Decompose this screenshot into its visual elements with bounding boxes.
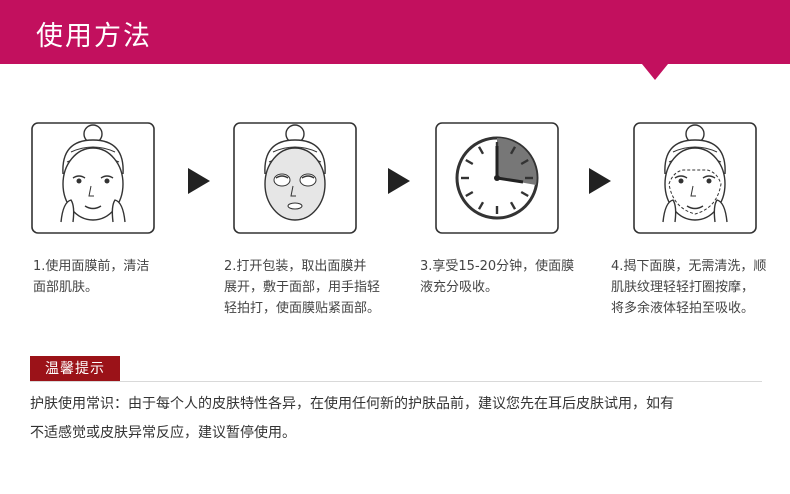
step-1-caption: 1.使用面膜前，清洁 面部肌肤。 xyxy=(33,256,149,298)
caption-line: 4.揭下面膜，无需清洗，顺 xyxy=(611,259,767,274)
caption-line: 展开，敷于面部，用手指轻 xyxy=(224,280,381,295)
caption-line: 轻拍打，使面膜贴紧面部。 xyxy=(224,301,381,316)
tips-badge: 温馨提示 xyxy=(30,356,120,382)
caption-line: 肌肤纹理轻轻打圈按摩， xyxy=(611,280,755,295)
step-4-caption: 4.揭下面膜，无需清洗，顺 肌肤纹理轻轻打圈按摩， 将多余液体轻拍至吸收。 xyxy=(611,256,766,319)
step-2-illustration xyxy=(233,122,357,234)
step-1-illustration xyxy=(31,122,155,234)
page-title: 使用方法 xyxy=(36,21,152,52)
caption-line: 将多余液体轻拍至吸收。 xyxy=(611,301,755,316)
step-3-caption: 3.享受15-20分钟，使面膜 液充分吸收。 xyxy=(420,256,574,298)
next-arrow-icon xyxy=(188,168,210,194)
tips-divider xyxy=(30,381,762,382)
caption-line: 2.打开包装，取出面膜并 xyxy=(224,259,367,274)
caption-line: 1.使用面膜前，清洁 xyxy=(33,259,150,274)
header-banner-shape xyxy=(0,0,790,80)
step-4-illustration xyxy=(633,122,757,234)
next-arrow-icon xyxy=(388,168,410,194)
face-massage-icon xyxy=(633,122,757,234)
face-mask-applied-icon xyxy=(233,122,357,234)
tips-line: 不适感觉或皮肤异常反应，建议暂停使用。 xyxy=(30,425,296,441)
tips-text: 护肤使用常识：由于每个人的皮肤特性各异，在使用任何新的护肤品前，建议您先在耳后皮… xyxy=(30,390,770,448)
clock-icon xyxy=(435,122,559,234)
face-washing-icon xyxy=(31,122,155,234)
caption-line: 3.享受15-20分钟，使面膜 xyxy=(420,259,575,274)
caption-line: 液充分吸收。 xyxy=(420,280,499,295)
caption-line: 面部肌肤。 xyxy=(33,280,99,295)
step-2-caption: 2.打开包装，取出面膜并 展开，敷于面部，用手指轻 轻拍打，使面膜贴紧面部。 xyxy=(224,256,380,319)
next-arrow-icon xyxy=(589,168,611,194)
tips-line: 护肤使用常识：由于每个人的皮肤特性各异，在使用任何新的护肤品前，建议您先在耳后皮… xyxy=(30,396,674,412)
step-3-illustration xyxy=(435,122,559,234)
header-banner: 使用方法 xyxy=(0,0,790,84)
